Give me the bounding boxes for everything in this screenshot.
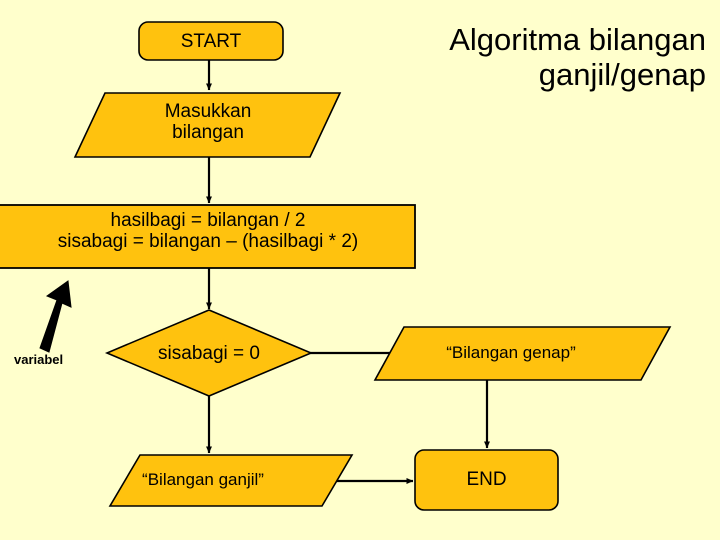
node-genap[interactable] [373, 326, 672, 381]
variabel-callout-arrow [39, 280, 72, 353]
node-ganjil[interactable] [108, 454, 354, 507]
slide-title: Algoritma bilangan ganjil/genap [449, 22, 706, 93]
node-end[interactable] [414, 449, 559, 511]
node-process[interactable] [0, 204, 416, 269]
node-start[interactable] [138, 21, 284, 61]
node-decision[interactable] [104, 309, 314, 397]
node-input[interactable] [73, 92, 342, 158]
